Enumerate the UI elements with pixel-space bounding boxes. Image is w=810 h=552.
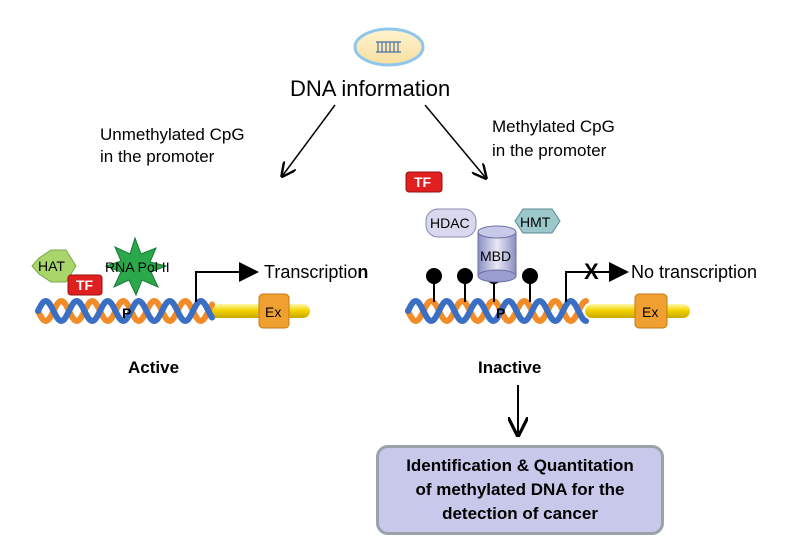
left-branch-arrow xyxy=(283,104,336,175)
outcome-line2: of methylated DNA for the xyxy=(415,480,625,499)
diagram-title: DNA information xyxy=(290,76,451,101)
blocked-mark: X xyxy=(584,259,599,284)
active-tf-label: TF xyxy=(76,277,94,293)
hdac-label: HDAC xyxy=(430,215,470,231)
inactive-transcription-arrow xyxy=(565,262,629,302)
active-transcription-arrow xyxy=(195,262,259,302)
active-exon-label: Ex xyxy=(265,304,282,320)
active-dna-helix xyxy=(35,297,215,325)
dna-strand xyxy=(405,297,589,325)
no-transcription-label: No transcription xyxy=(631,262,758,282)
dna-strand xyxy=(35,297,215,325)
right-condition-line1: Methylated CpG xyxy=(492,117,615,136)
rna-pol-star xyxy=(104,236,168,297)
outcome-box: Identification & Quantitation of methyla… xyxy=(376,445,664,535)
inactive-tf-shape xyxy=(405,171,443,193)
hmt-shape xyxy=(514,208,561,234)
inactive-state-label: Inactive xyxy=(478,358,542,377)
active-state-label: Active xyxy=(128,358,180,377)
outcome-line3: detection of cancer xyxy=(442,504,598,523)
hdac-shape xyxy=(425,208,477,238)
hat-shape xyxy=(31,249,77,283)
inactive-promoter-label: P xyxy=(496,305,506,321)
right-branch-arrow xyxy=(424,104,485,177)
inactive-dna-helix xyxy=(405,297,589,325)
active-exon-box xyxy=(258,293,290,329)
inactive-exon-label: Ex xyxy=(642,304,659,320)
dna-strand xyxy=(35,297,215,325)
active-tf-shape xyxy=(67,274,103,296)
rna-pol-label: RNA Pol II xyxy=(105,259,170,275)
active-promoter-label: P xyxy=(122,305,132,321)
active-exon-bar xyxy=(205,304,310,318)
left-condition-line2: in the promoter xyxy=(100,147,215,166)
left-condition-line1: Unmethylated CpG xyxy=(100,125,245,144)
inactive-tf-label: TF xyxy=(414,174,432,190)
right-condition-line2: in the promoter xyxy=(492,141,607,160)
inactive-exon-box xyxy=(634,293,668,329)
active-transcription-label: Transcription xyxy=(264,262,369,282)
cell-icon xyxy=(353,27,425,67)
mbd-shape xyxy=(477,225,517,283)
mbd-label: MBD xyxy=(480,248,512,264)
outcome-line1: Identification & Quantitation xyxy=(406,456,634,475)
hat-label: HAT xyxy=(38,258,65,274)
hmt-label: HMT xyxy=(520,214,551,230)
